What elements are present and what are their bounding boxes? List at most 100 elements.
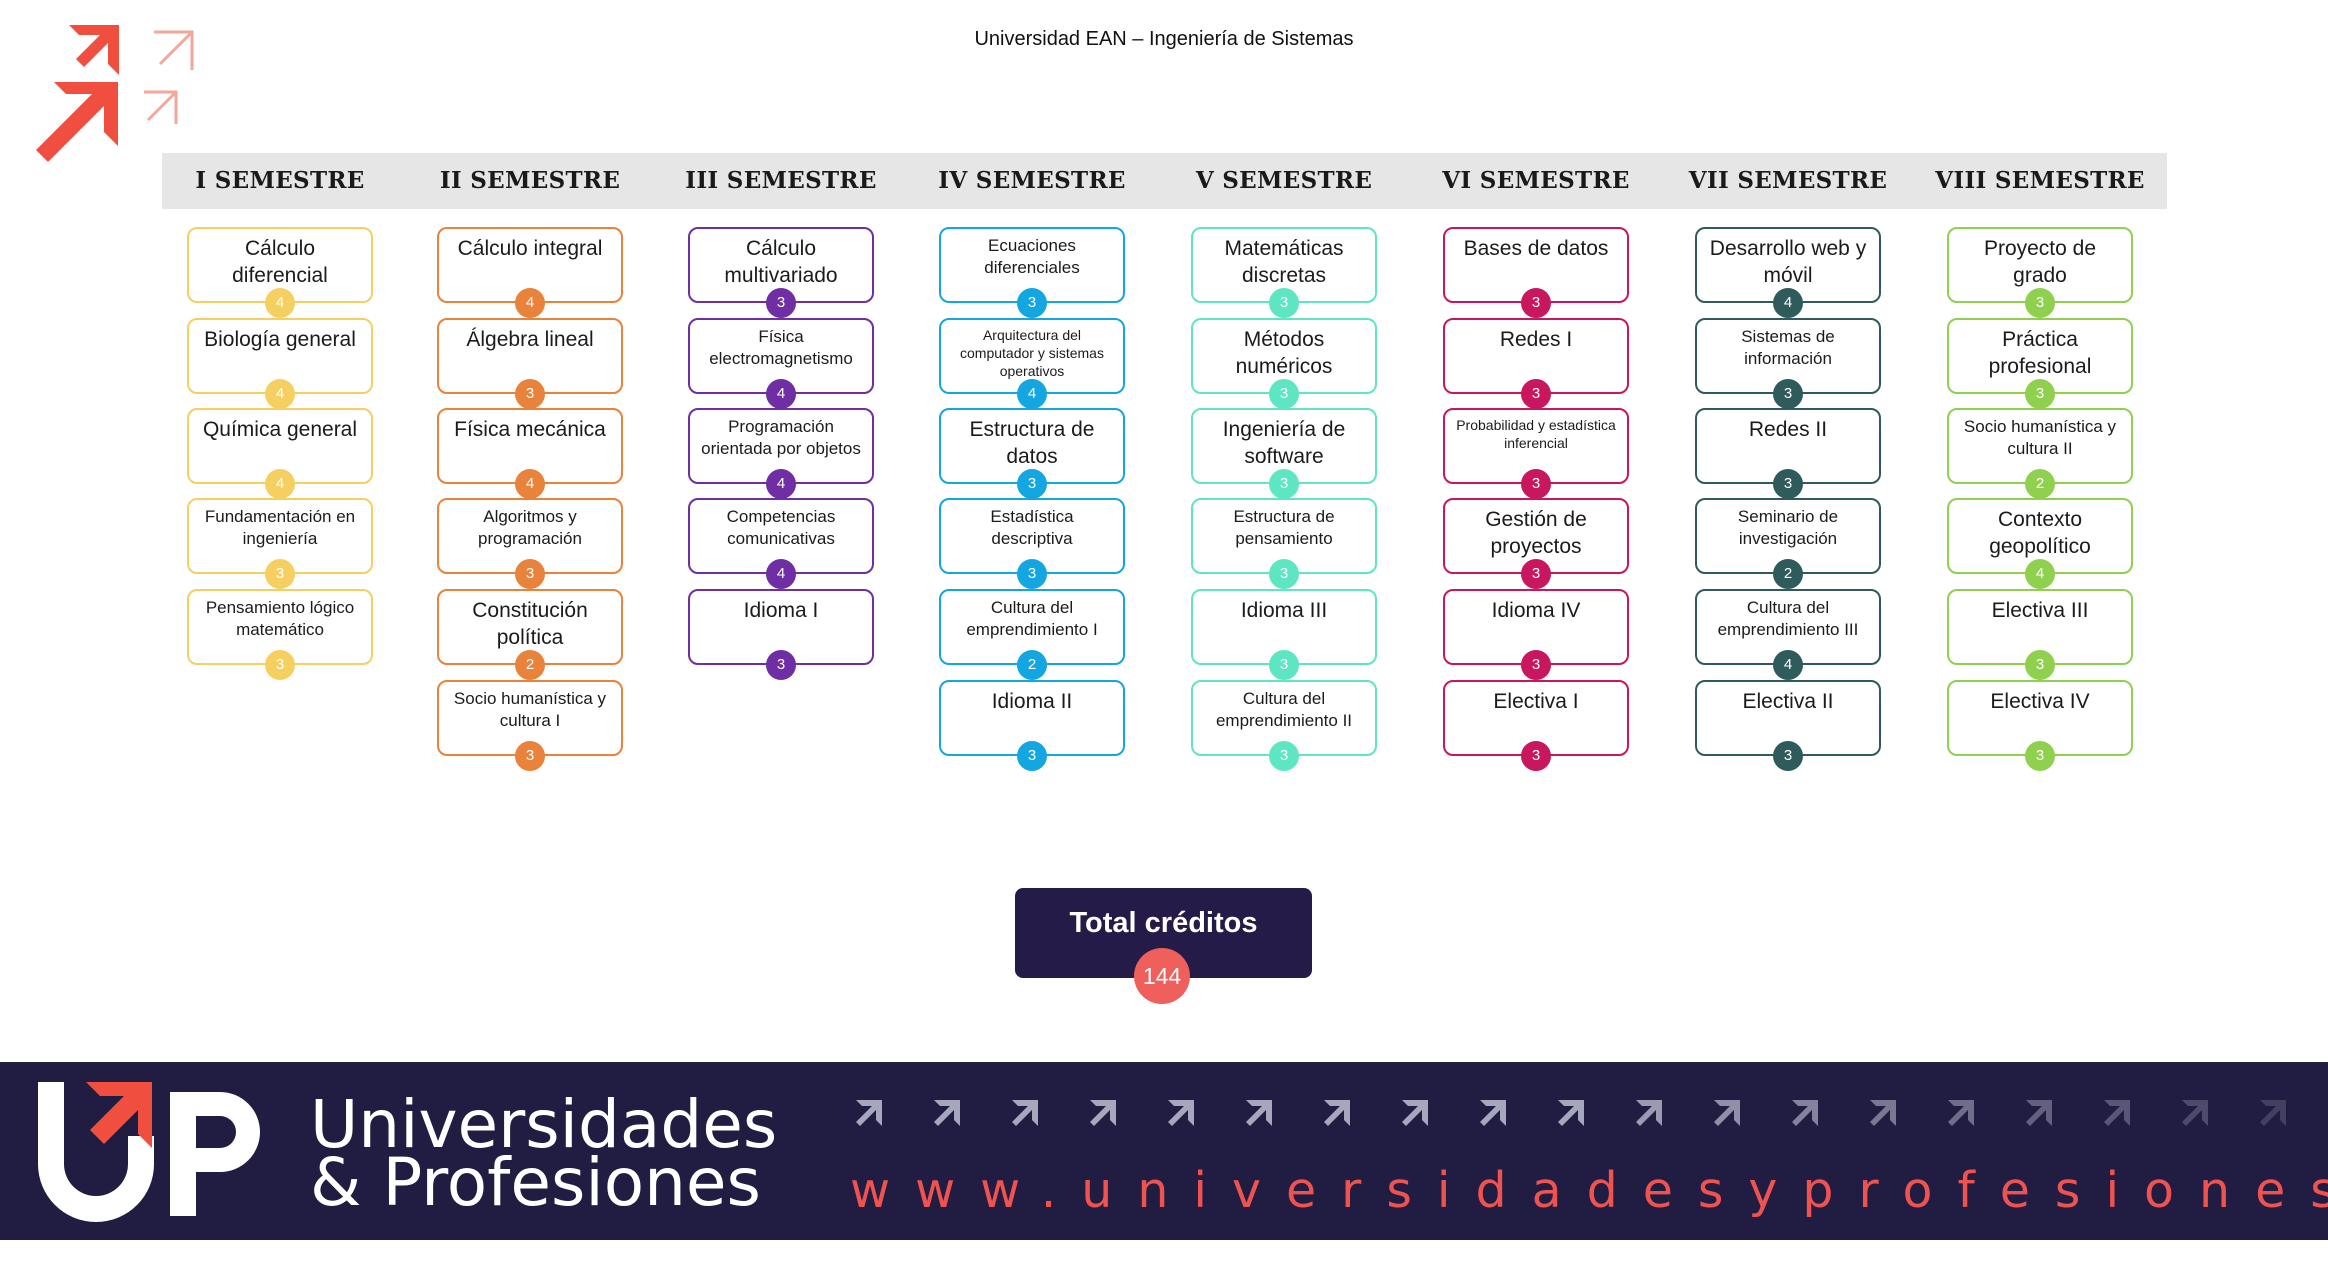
course-name: Constitución política: [472, 599, 588, 650]
credits-badge: 3: [1269, 288, 1299, 318]
course-name: Electiva III: [1991, 599, 2089, 622]
course-name: Física electromagnetismo: [709, 327, 853, 369]
course-name: Desarrollo web y móvil: [1709, 237, 1867, 288]
course-name: Competencias comunicativas: [726, 507, 836, 549]
course-card: Electiva III 3: [1947, 589, 2133, 680]
course-name: Probabilidad y estadística inferencial: [1456, 417, 1616, 452]
credits-badge: 2: [515, 650, 545, 680]
course-name: Programación orientada por objetos: [701, 417, 861, 459]
credits-badge: 4: [2025, 559, 2055, 589]
total-credits-badge: 144: [1134, 948, 1190, 1004]
course-name: Cultura del emprendimiento III: [1717, 598, 1859, 640]
footer-arrow-icon: [1246, 1100, 1272, 1126]
course-name: Práctica profesional: [1988, 328, 2092, 379]
footer-arrow-icon: [1090, 1100, 1116, 1126]
course-name: Sistemas de información: [1741, 327, 1835, 369]
course-card: Electiva IV 3: [1947, 680, 2133, 771]
semester-header: VI SEMESTRE: [1442, 167, 1630, 194]
credits-badge: 3: [1269, 469, 1299, 499]
course-name: Proyecto de grado: [1983, 237, 2097, 288]
course-name: Socio humanística y cultura II: [1963, 417, 2117, 459]
credits-badge: 3: [2025, 650, 2055, 680]
course-name: Ingeniería de software: [1222, 418, 1346, 469]
course-name: Electiva I: [1493, 690, 1579, 713]
credits-badge: 3: [1269, 741, 1299, 771]
footer-arrow-icon: [1870, 1100, 1896, 1126]
course-card: Cultura del emprendimiento I 2: [939, 589, 1125, 680]
credits-badge: 3: [1269, 379, 1299, 409]
footer-arrow-icon: [1402, 1100, 1428, 1126]
credits-badge: 3: [1773, 379, 1803, 409]
up-logo-icon: [38, 1082, 260, 1222]
credits-badge: 2: [1017, 650, 1047, 680]
credits-badge: 3: [1773, 469, 1803, 499]
course-name: Seminario de investigación: [1737, 507, 1839, 549]
credits-badge: 3: [2025, 741, 2055, 771]
course-name: Métodos numéricos: [1235, 328, 1333, 379]
course-name: Pensamiento lógico matemático: [205, 598, 355, 640]
footer-arrow-icon: [1480, 1100, 1506, 1126]
website-url[interactable]: www.universidadesyprofesiones.com: [850, 1162, 2328, 1219]
footer-arrow-icon: [1948, 1100, 1974, 1126]
course-name: Cálculo multivariado: [724, 237, 838, 288]
course-name: Redes II: [1748, 418, 1828, 441]
course-name: Redes I: [1499, 328, 1573, 351]
credits-badge: 3: [766, 650, 796, 680]
credits-badge: 3: [515, 379, 545, 409]
course-name: Cálculo diferencial: [232, 237, 328, 288]
credits-badge: 3: [2025, 288, 2055, 318]
course-name: Cultura del emprendimiento II: [1215, 689, 1353, 731]
course-name: Idioma II: [991, 690, 1073, 713]
course-name: Idioma IV: [1491, 599, 1581, 622]
course-name: Contexto geopolítico: [1989, 508, 2091, 559]
credits-badge: 3: [515, 559, 545, 589]
document-title: Universidad EAN – Ingeniería de Sistemas: [974, 28, 1354, 50]
semester-header: II SEMESTRE: [439, 167, 621, 194]
credits-badge: 3: [766, 288, 796, 318]
course-card: Cultura del emprendimiento II 3: [1191, 680, 1377, 771]
footer-arrow-icon: [1168, 1100, 1194, 1126]
course-name: Cultura del emprendimiento I: [966, 598, 1098, 640]
course-name: Electiva IV: [1990, 690, 2090, 713]
credits-badge: 4: [766, 469, 796, 499]
semester-header: I SEMESTRE: [195, 167, 365, 194]
credits-badge: 3: [265, 650, 295, 680]
credits-badge: 3: [1017, 288, 1047, 318]
credits-badge: 2: [1773, 559, 1803, 589]
credits-badge: 4: [265, 379, 295, 409]
course-name: Física mecánica: [454, 418, 606, 441]
course-name: Gestión de proyectos: [1485, 508, 1587, 559]
course-name: Estructura de datos: [969, 418, 1095, 469]
footer-arrow-icon: [1324, 1100, 1350, 1126]
arrow-pattern-icon: [856, 1100, 2286, 1126]
credits-badge: 4: [515, 288, 545, 318]
course-name: Idioma III: [1240, 599, 1328, 622]
credits-badge: 4: [265, 288, 295, 318]
course-card: Arquitectura del computador y sistemas o…: [939, 318, 1125, 409]
semester-header: VII SEMESTRE: [1688, 167, 1888, 194]
footer-arrow-icon: [2104, 1100, 2130, 1126]
credits-badge: 4: [265, 469, 295, 499]
footer-arrow-icon: [1558, 1100, 1584, 1126]
credits-badge: 3: [1017, 469, 1047, 499]
brand-name-line-1: Universidades: [310, 1086, 778, 1163]
footer-arrow-icon: [1636, 1100, 1662, 1126]
semester-header: III SEMESTRE: [685, 167, 877, 194]
course-name: Estadística descriptiva: [990, 507, 1074, 549]
course-name: Algoritmos y programación: [478, 507, 582, 549]
